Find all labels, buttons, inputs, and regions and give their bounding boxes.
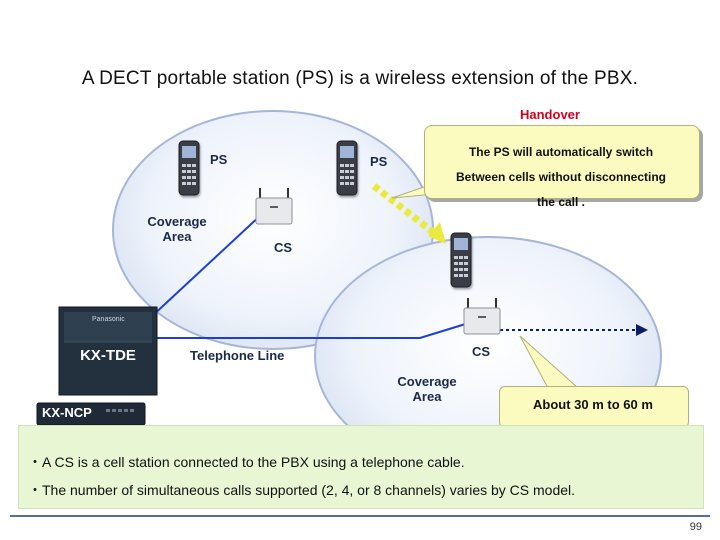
coverage-label-left-line2: Area [162, 229, 192, 244]
telephone-line-label: Telephone Line [190, 348, 285, 363]
phone-icon [178, 140, 200, 196]
note-line-1: ・A CS is a cell station connected to the… [28, 454, 465, 470]
phone-icon [450, 232, 472, 288]
coverage-label-left: Coverage Area [136, 214, 218, 244]
pbx-small-unit-icon [36, 402, 146, 426]
note-line-2: ・The number of simultaneous calls suppor… [28, 482, 576, 498]
cs-label-right: CS [472, 344, 491, 359]
telephone-line-to-cs-right [150, 321, 473, 339]
telephone-line-to-cs-left [149, 213, 263, 319]
notes-box [18, 425, 704, 509]
coverage-label-right: Coverage Area [386, 374, 468, 404]
handover-text-line3: the call . [536, 195, 586, 209]
distance-callout-text: About 30 m to 60 m [533, 397, 653, 412]
pbx-cabinet-icon [58, 306, 158, 396]
handover-text-line1: The PS will automatically switch [468, 145, 654, 159]
page-number: 99 [689, 521, 702, 533]
handover-title: Handover [520, 107, 580, 122]
handover-callout-text: The PS will automatically switch Between… [424, 140, 698, 215]
footer-rule [10, 515, 710, 517]
pbx-small-label: KX-NCP [42, 405, 92, 420]
cs-label-left: CS [274, 240, 293, 255]
handover-text-line2: Between cells without disconnecting [455, 170, 667, 184]
ps-label-middle: PS [370, 154, 388, 169]
cell-station-icon [463, 298, 501, 335]
coverage-label-right-line2: Area [412, 389, 442, 404]
cell-station-icon [255, 188, 293, 225]
distance-callout-tail [519, 335, 580, 389]
slide-title: A DECT portable station (PS) is a wirele… [81, 68, 639, 89]
coverage-label-left-line1: Coverage [147, 214, 207, 229]
ps-label-left: PS [210, 152, 228, 167]
handover-arrowhead [428, 222, 446, 244]
handover-arrow-line [371, 183, 441, 239]
pbx-brand-label: Panasonic [92, 316, 125, 323]
handover-callout [424, 125, 700, 199]
pbx-main-label: KX-TDE [80, 347, 136, 364]
phone-icon [336, 140, 358, 196]
coverage-label-right-line1: Coverage [397, 374, 457, 389]
distance-arrowhead [636, 324, 648, 336]
